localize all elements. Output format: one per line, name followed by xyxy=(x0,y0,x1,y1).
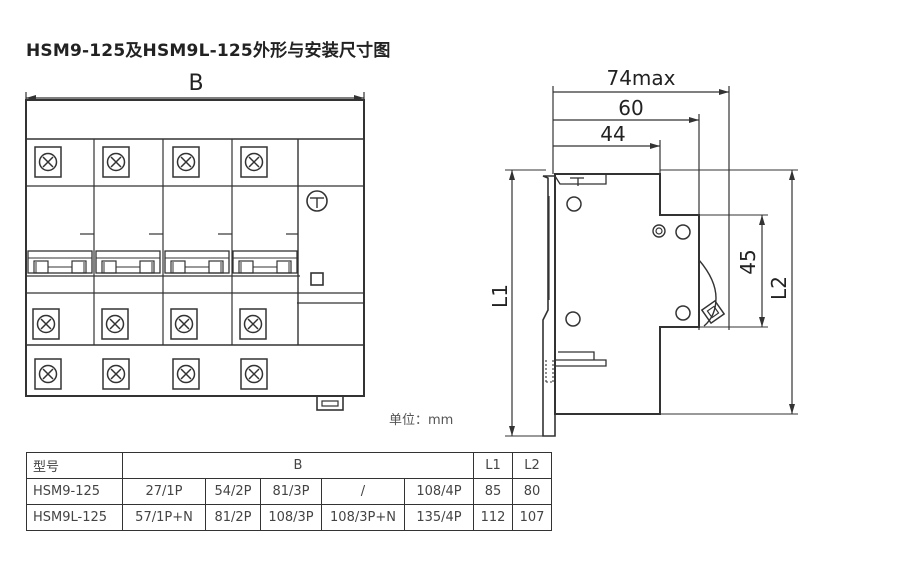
handle-lever-icon xyxy=(164,250,230,274)
handle-lever-icon xyxy=(95,250,161,274)
cell-b1: 57/1P+N xyxy=(122,504,206,531)
test-button-icon xyxy=(306,190,328,212)
dimension-l2-label: L2 xyxy=(767,276,791,300)
middle-terminal-screw-icon xyxy=(32,308,60,340)
din-clip-icon xyxy=(316,395,344,411)
cell-l1: 112 xyxy=(473,504,513,531)
table-header-row: 型号 B L1 L2 xyxy=(26,452,552,479)
middle-terminal-screw-icon xyxy=(239,308,267,340)
dimension-l1-label: L1 xyxy=(488,284,512,308)
cell-model: HSM9L-125 xyxy=(26,504,123,531)
cell-l2: 107 xyxy=(512,504,552,531)
unit-note: 单位：mm xyxy=(389,413,454,428)
cell-l2: 80 xyxy=(512,478,552,505)
cell-b5: 108/4P xyxy=(404,478,474,505)
bottom-terminal-screw-icon xyxy=(34,358,62,390)
dimension-45-label: 45 xyxy=(736,249,760,274)
cell-b4: 108/3P+N xyxy=(321,504,405,531)
header-l1: L1 xyxy=(473,452,513,479)
bottom-terminal-screw-icon xyxy=(172,358,200,390)
top-terminal-screw-icon xyxy=(34,146,62,178)
bottom-terminal-screw-icon xyxy=(102,358,130,390)
bottom-terminal-screw-icon xyxy=(240,358,268,390)
middle-terminal-screw-icon xyxy=(170,308,198,340)
dimension-b-label: B xyxy=(188,71,203,96)
cell-model: HSM9-125 xyxy=(26,478,123,505)
cell-b4: / xyxy=(321,478,405,505)
header-b: B xyxy=(122,452,474,479)
header-model: 型号 xyxy=(26,452,123,479)
cell-l1: 85 xyxy=(473,478,513,505)
indicator-window-icon xyxy=(310,272,324,286)
dimension-table: 型号 B L1 L2 HSM9-125 27/1P 54/2P 81/3P / … xyxy=(26,452,552,531)
breaker-body xyxy=(25,99,365,397)
front-view: B xyxy=(25,71,365,411)
cell-b3: 108/3P xyxy=(260,504,322,531)
dimension-44-label: 44 xyxy=(600,122,625,146)
cell-b2: 54/2P xyxy=(205,478,261,505)
handle-lever-icon xyxy=(232,250,298,274)
top-terminal-screw-icon xyxy=(172,146,200,178)
cell-b2: 81/2P xyxy=(205,504,261,531)
cell-b1: 27/1P xyxy=(122,478,206,505)
top-terminal-screw-icon xyxy=(240,146,268,178)
top-terminal-screw-icon xyxy=(102,146,130,178)
dimension-74max-label: 74max xyxy=(606,66,675,90)
cell-b3: 81/3P xyxy=(260,478,322,505)
header-l2: L2 xyxy=(512,452,552,479)
table-row: HSM9L-125 57/1P+N 81/2P 108/3P 108/3P+N … xyxy=(26,504,552,531)
dimension-60-label: 60 xyxy=(618,96,643,120)
dimension-b: B xyxy=(25,71,365,102)
side-view xyxy=(505,86,798,437)
cell-b5: 135/4P xyxy=(404,504,474,531)
handle-lever-icon xyxy=(27,250,93,274)
middle-terminal-screw-icon xyxy=(101,308,129,340)
page-title: HSM9-125及HSM9L-125外形与安装尺寸图 xyxy=(26,41,391,61)
table-row: HSM9-125 27/1P 54/2P 81/3P / 108/4P 85 8… xyxy=(26,478,552,505)
